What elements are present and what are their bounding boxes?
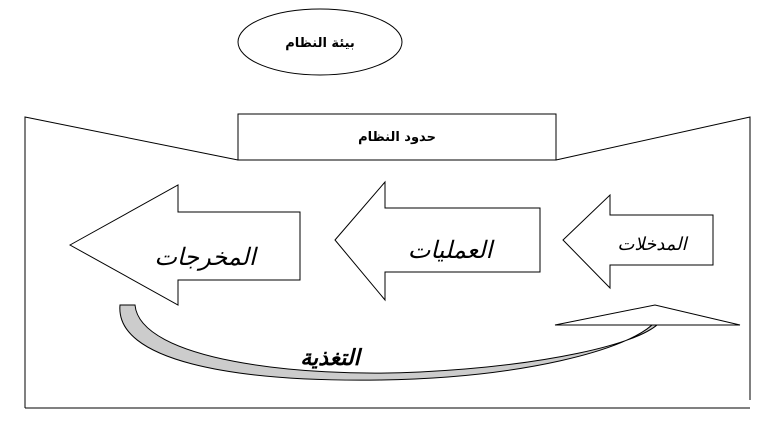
system-boundary — [24, 116, 751, 409]
feedback-arrowhead — [554, 304, 741, 326]
outputs-label: المخرجات — [154, 243, 258, 271]
feedback-label: التغذية — [300, 346, 362, 371]
boundary-box — [237, 113, 557, 161]
environment-label: بيئة النظام — [285, 36, 355, 51]
processes-label: العمليات — [408, 236, 495, 264]
inputs-arrow — [562, 193, 714, 290]
feedback-arrow — [119, 304, 662, 381]
inputs-label: المدخلات — [617, 234, 688, 255]
environment-ellipse — [237, 8, 403, 76]
processes-arrow — [334, 180, 541, 302]
boundary-label: حدود النظام — [358, 130, 436, 145]
outputs-arrow — [68, 184, 301, 306]
